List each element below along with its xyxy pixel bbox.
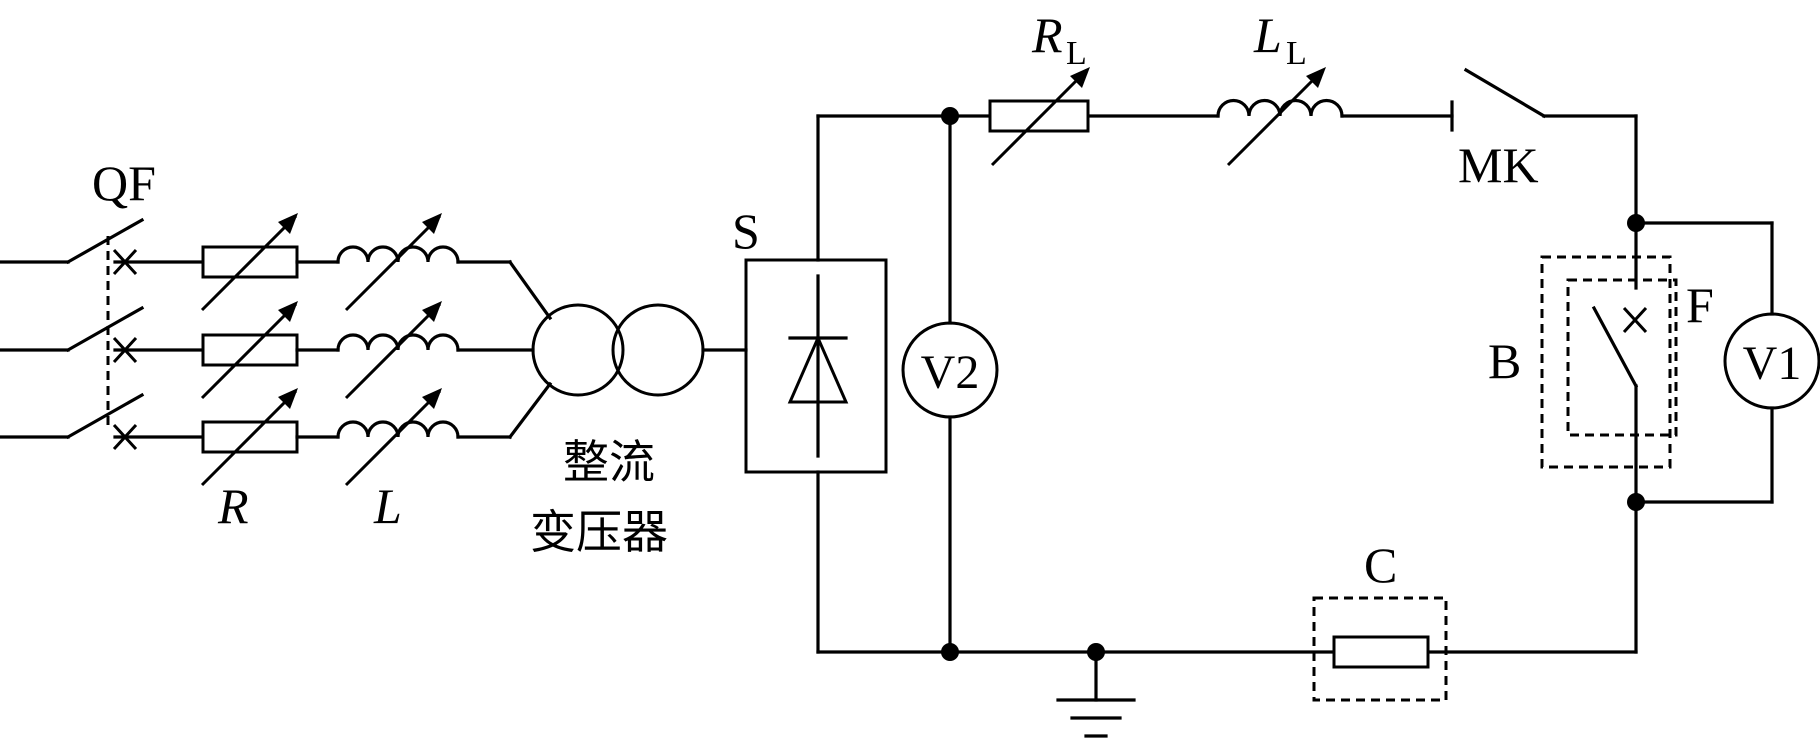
capacitor-label: C <box>1364 537 1397 593</box>
switch-label: MK <box>1458 137 1539 193</box>
rectifier-transformer <box>531 303 748 397</box>
load-inductor-ll <box>1216 67 1344 167</box>
transformer-label-line2: 变压器 <box>530 505 668 559</box>
voltmeter2-label: V2 <box>921 346 980 399</box>
resistor-label: R <box>217 478 249 534</box>
three-phase-lines <box>0 217 205 440</box>
variable-resistors <box>200 213 340 487</box>
fuse-box-label: B <box>1488 333 1521 389</box>
fuse-label: F <box>1686 277 1714 333</box>
load-resistor-rl <box>988 67 1090 167</box>
breaker-qf <box>106 236 138 451</box>
variable-inductors <box>336 213 553 487</box>
breaker-label: QF <box>92 155 156 211</box>
load-inductor-label: L <box>1253 7 1282 63</box>
junction-dots <box>941 107 1645 661</box>
voltmeter1-label: V1 <box>1743 337 1802 390</box>
rectifier-label: S <box>732 203 760 259</box>
rectifier-s <box>744 258 888 474</box>
capacitor-c <box>1312 596 1448 702</box>
fuse-test-box <box>1540 255 1678 469</box>
load-inductor-subscript: L <box>1286 35 1307 72</box>
inductor-label: L <box>373 478 402 534</box>
transformer-label-line1: 整流 <box>563 435 655 489</box>
voltmeter-v2 <box>901 321 999 419</box>
switch-mk <box>1450 67 1547 132</box>
voltmeter-v1 <box>1723 312 1820 410</box>
ground-symbol <box>1056 650 1136 738</box>
load-resistor-label: R <box>1031 7 1063 63</box>
load-resistor-subscript: L <box>1066 35 1087 72</box>
dc-circuit-wires <box>816 114 1774 654</box>
